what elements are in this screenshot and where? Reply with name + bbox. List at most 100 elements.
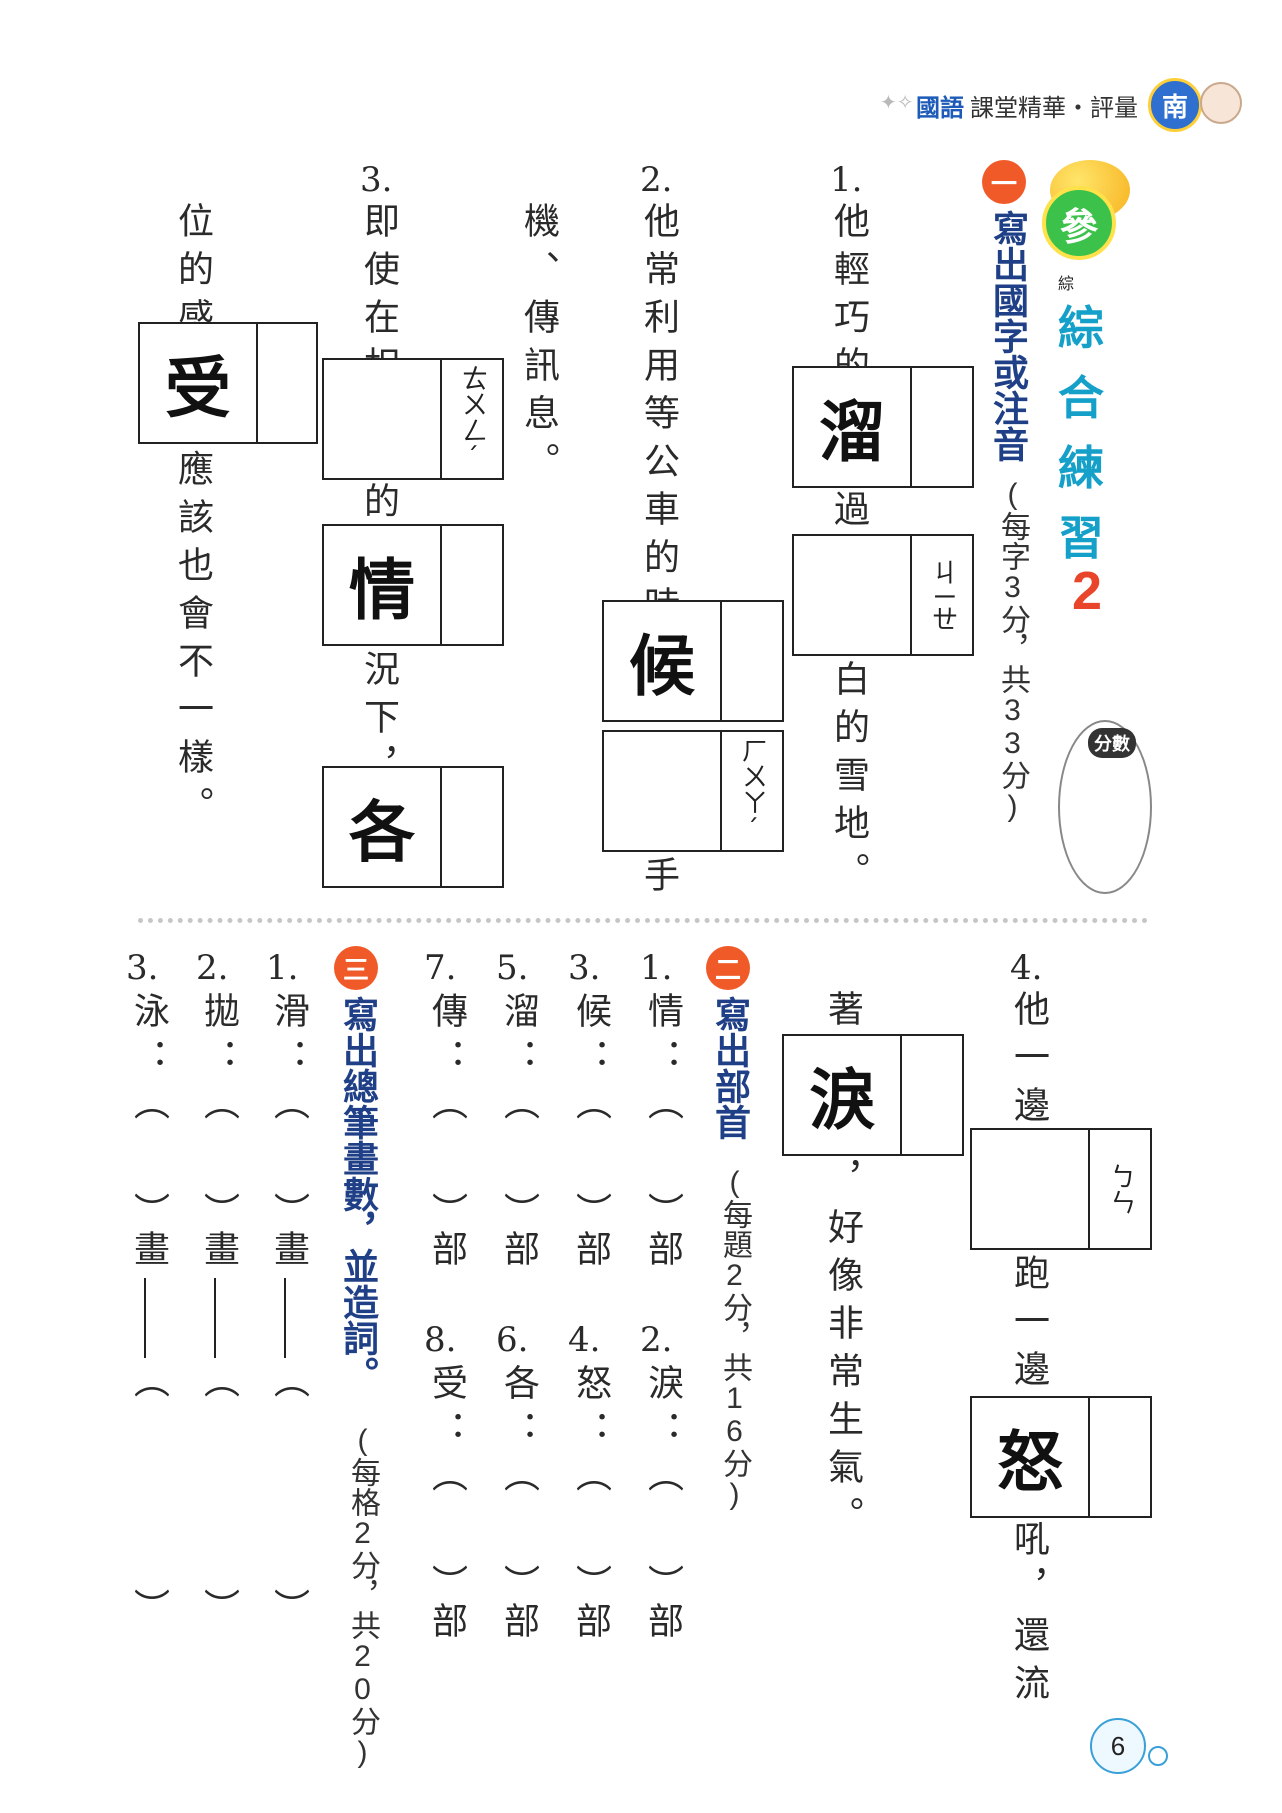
stroke-item: 3. 泳 ： ︵ ︶ 畫 ︵ ︶ (126, 948, 169, 1636)
q2-text-after: 手 (638, 856, 679, 904)
part2-note: (每題2分，共16分) (718, 1166, 751, 1511)
radical-item: 1. 情 ： ︵ ︶ 部 (640, 948, 683, 1278)
section-title-char-lian: 練 (1058, 442, 1104, 494)
q1-box-1-char: 溜 (819, 394, 885, 471)
q3-box-2[interactable]: 情 (322, 524, 504, 646)
bubble-decoration (1148, 1746, 1168, 1766)
q3-box-4[interactable]: 受 (138, 322, 318, 444)
answer-blank[interactable]: ︵ (426, 1084, 467, 1132)
dash-line (284, 1278, 286, 1358)
section-title-char-zong: 綜 (1058, 302, 1104, 354)
part2-title: 寫出部首 (710, 996, 751, 1140)
q4-box-3[interactable]: 淚 (782, 1034, 964, 1156)
stroke-count-blank-close[interactable]: ︶ (128, 1192, 169, 1240)
score-oval (1058, 720, 1152, 894)
part1-badge: 一 (982, 160, 1026, 204)
answer-blank-close[interactable]: ︶ (498, 1192, 539, 1240)
q4-text-mid-2: 吼，還流 (1008, 1520, 1049, 1712)
radical-item: 2. 淚 ： ︵ ︶ 部 (640, 1320, 683, 1650)
radical-item: 8. 受 ： ︵ ︶ 部 (424, 1320, 467, 1650)
q3-box-1-zhuyin: ㄊㄨㄥˊ (457, 365, 488, 473)
answer-blank-close[interactable]: ︶ (570, 1192, 611, 1240)
q2-text-before: 他常利用等公車的時 (638, 202, 679, 634)
radical-item: 3. 候 ： ︵ ︶ 部 (568, 948, 611, 1278)
stroke-count-blank[interactable]: ︵ (128, 1084, 169, 1132)
answer-blank[interactable]: ︵ (498, 1456, 539, 1504)
dash-line (144, 1278, 146, 1358)
q1-text-mid: 過 (828, 490, 869, 538)
q4-line-2-before: 著 (822, 990, 863, 1038)
q1-box-1[interactable]: 溜 (792, 366, 974, 488)
q3-number: 3. (360, 160, 393, 200)
radical-item: 6. 各 ： ︵ ︶ 部 (496, 1320, 539, 1650)
stroke-count-blank-close[interactable]: ︶ (198, 1192, 239, 1240)
q4-text-before: 他一邊 (1008, 990, 1049, 1134)
part1-title: 寫出國字或注音 (988, 210, 1029, 462)
q3-box-2-char: 情 (349, 552, 415, 629)
stroke-count-blank-close[interactable]: ︶ (268, 1192, 309, 1240)
q2-box-2-zhuyin: ㄏㄨㄚˊ (737, 737, 768, 845)
q4-box-2[interactable]: 怒 (970, 1396, 1152, 1518)
answer-blank-close[interactable]: ︶ (642, 1192, 683, 1240)
page-number: 6 (1090, 1718, 1146, 1774)
mascot-icon (1200, 82, 1242, 124)
section-title-char-xi: 習 (1058, 512, 1104, 564)
radical-item: 5. 溜 ： ︵ ︶ 部 (496, 948, 539, 1278)
stars-icon: ✦✧ (880, 90, 914, 114)
q1-text-before: 他輕巧的 (828, 202, 869, 394)
section-title-block: 參 綜 (1040, 160, 1140, 630)
answer-blank[interactable]: ︵ (570, 1456, 611, 1504)
word-blank[interactable]: ︵ (198, 1362, 239, 1410)
header-series: 課堂精華・評量 (970, 95, 1138, 122)
word-blank-close[interactable]: ︶ (198, 1588, 239, 1636)
radical-item: 7. 傳 ： ︵ ︶ 部 (424, 948, 467, 1278)
q2-box-1-char: 候 (629, 628, 695, 705)
answer-blank-close[interactable]: ︶ (642, 1564, 683, 1612)
stroke-count-blank[interactable]: ︵ (268, 1084, 309, 1132)
q2-box-2[interactable]: ㄏㄨㄚˊ (602, 730, 784, 852)
answer-blank[interactable]: ︵ (426, 1456, 467, 1504)
q3-box-4-char: 受 (165, 350, 231, 427)
section-number: 2 (1072, 561, 1103, 621)
q2-line-2: 機、傳訊息。 (518, 202, 559, 490)
q3-box-1[interactable]: ㄊㄨㄥˊ (322, 358, 504, 480)
header-subject: 國語 (916, 95, 964, 122)
q3-text-mid: 的 (358, 482, 399, 530)
q4-line-2-after: ，好像非常生氣。 (822, 1160, 863, 1544)
q4-number: 4. (1010, 948, 1043, 988)
q3-box-3[interactable]: 各 (322, 766, 504, 888)
answer-blank-close[interactable]: ︶ (426, 1192, 467, 1240)
part3-title: 寫出總筆畫數，並造詞。 (338, 996, 379, 1392)
answer-blank[interactable]: ︵ (642, 1456, 683, 1504)
q2-number: 2. (640, 160, 673, 200)
word-blank-close[interactable]: ︶ (128, 1588, 169, 1636)
edition-badge: 南 (1148, 78, 1202, 132)
answer-blank-close[interactable]: ︶ (498, 1564, 539, 1612)
radical-item: 4. 怒 ： ︵ ︶ 部 (568, 1320, 611, 1650)
section-divider (138, 918, 1148, 923)
q3-box-3-char: 各 (349, 794, 415, 871)
q1-box-2[interactable]: ㄐㄧㄝ (792, 534, 974, 656)
dash-line (214, 1278, 216, 1358)
section-badge: 參 (1042, 186, 1116, 260)
answer-blank[interactable]: ︵ (570, 1084, 611, 1132)
stroke-item: 2. 拋 ： ︵ ︶ 畫 ︵ ︶ (196, 948, 239, 1636)
q4-box-1[interactable]: ㄅㄣ (970, 1128, 1152, 1250)
page-header: ✦✧ 國語 課堂精華・評量 南 (880, 78, 1242, 134)
answer-blank-close[interactable]: ︶ (570, 1564, 611, 1612)
q4-text-mid: 跑一邊 (1008, 1254, 1049, 1398)
q2-box-1[interactable]: 候 (602, 600, 784, 722)
answer-blank[interactable]: ︵ (498, 1084, 539, 1132)
part3-badge: 三 (334, 946, 378, 990)
answer-blank[interactable]: ︵ (642, 1084, 683, 1132)
q4-box-2-char: 怒 (997, 1424, 1063, 1501)
answer-blank-close[interactable]: ︶ (426, 1564, 467, 1612)
score-label: 分數 (1088, 728, 1136, 758)
word-blank[interactable]: ︵ (268, 1362, 309, 1410)
stroke-item: 1. 滑 ： ︵ ︶ 畫 ︵ ︶ (266, 948, 309, 1636)
word-blank-close[interactable]: ︶ (268, 1588, 309, 1636)
q3-line-2-after: 應該也會不一樣。 (172, 450, 213, 834)
section-title-char-1: 綜 (1058, 274, 1075, 293)
stroke-count-blank[interactable]: ︵ (198, 1084, 239, 1132)
word-blank[interactable]: ︵ (128, 1362, 169, 1410)
